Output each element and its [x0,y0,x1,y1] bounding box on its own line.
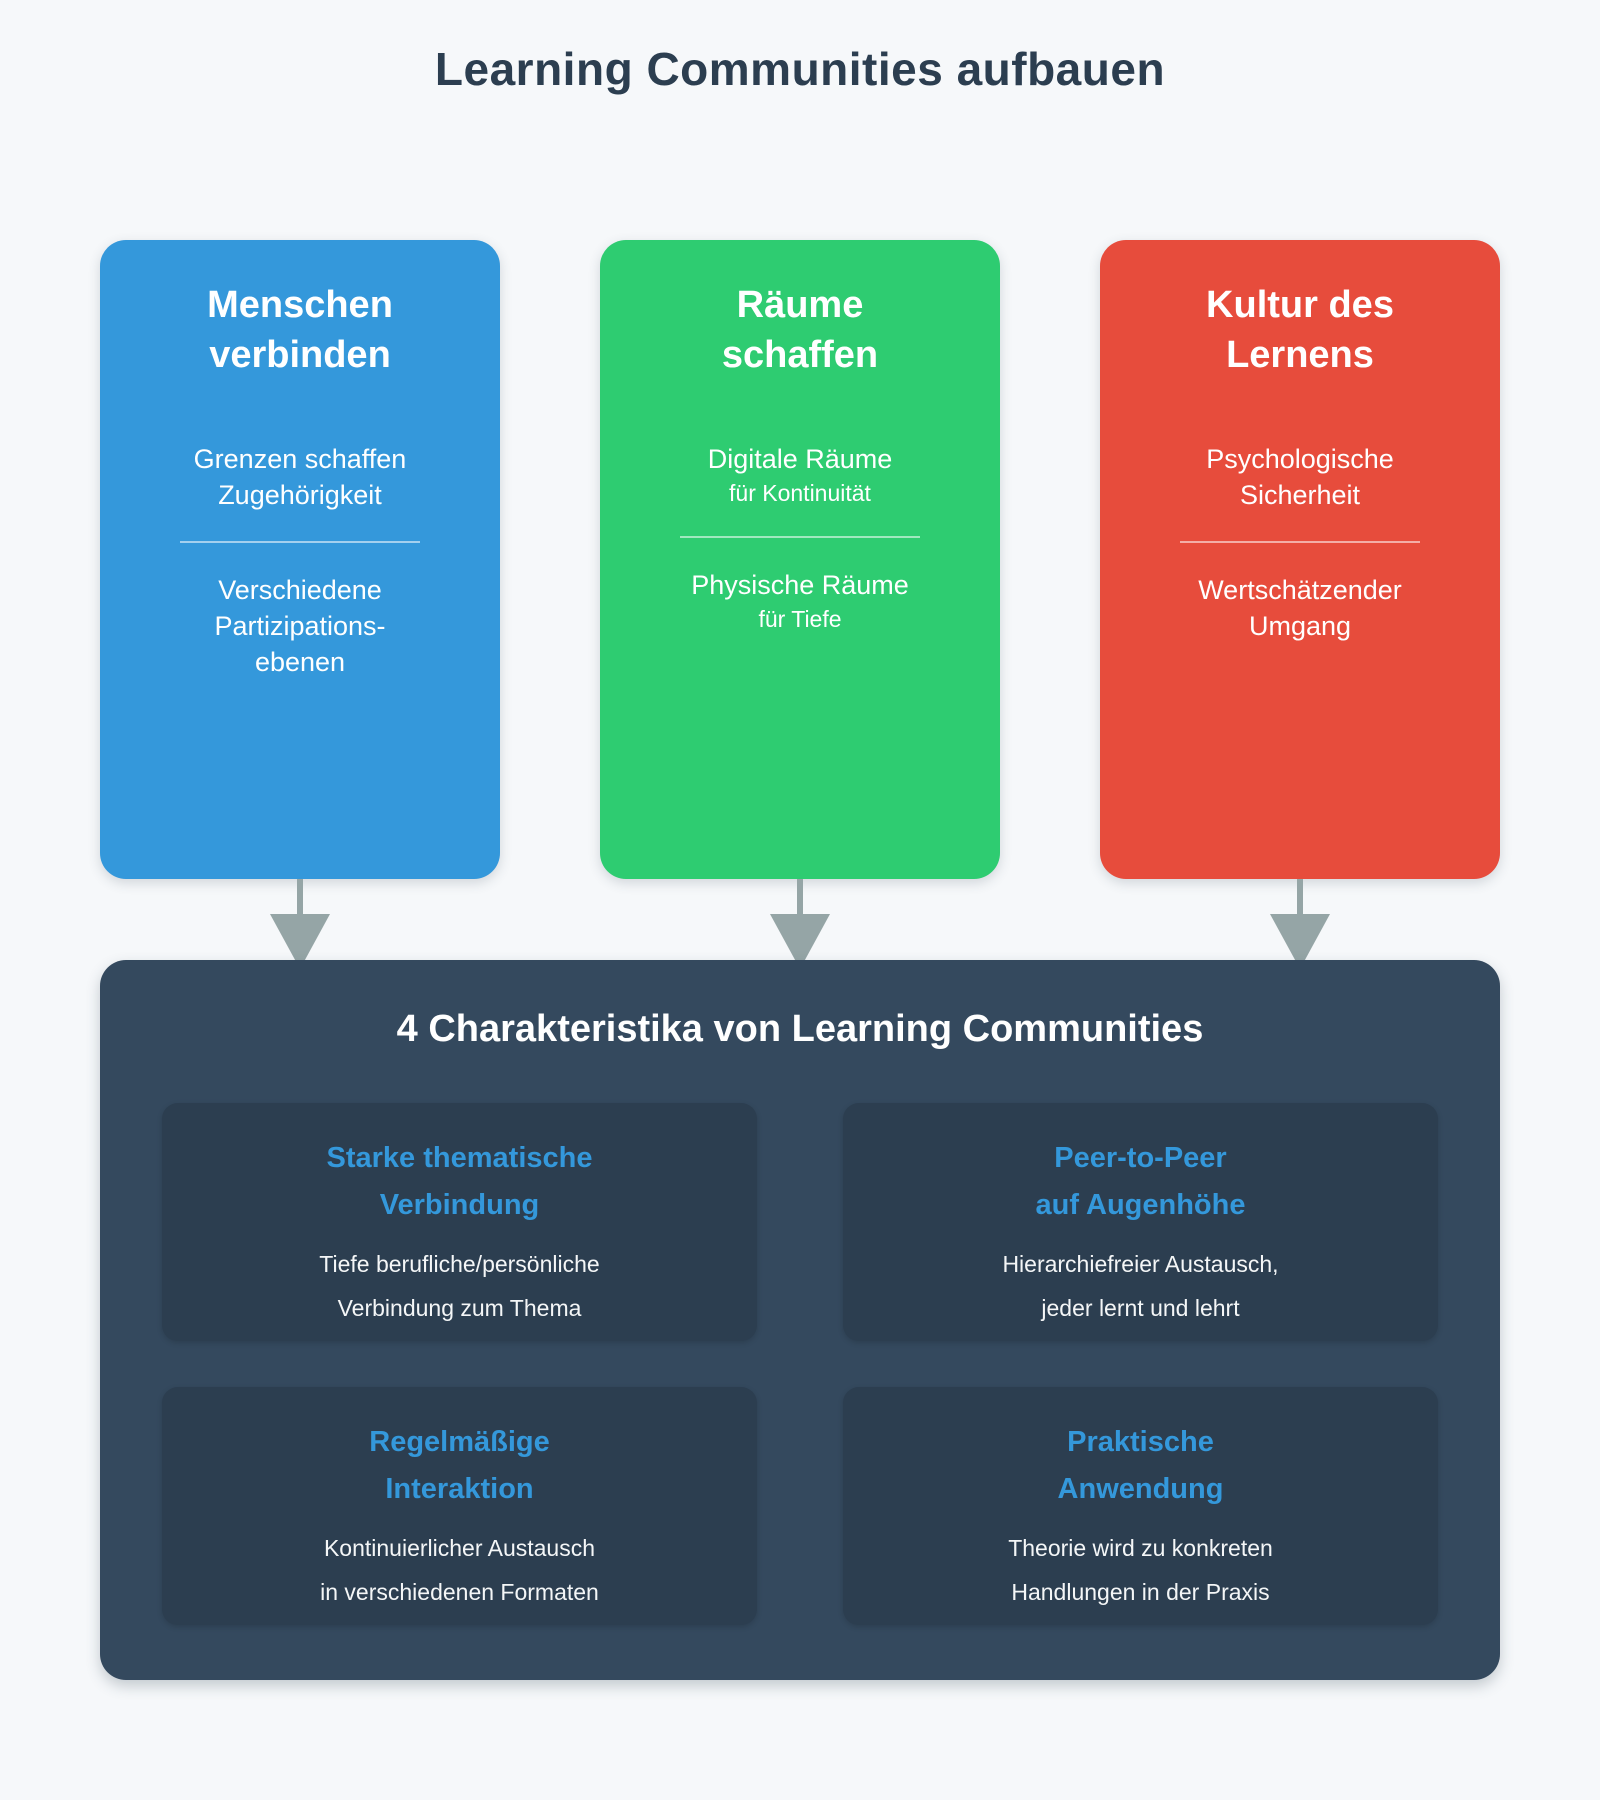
pillar-card-menschen-verbinden: Menschen verbinden Grenzen schaffen Zuge… [100,240,500,879]
pillar-title-line: verbinden [209,334,391,377]
characteristics-grid: Starke thematische Verbindung Tiefe beru… [162,1103,1438,1625]
pillar-text-line: Physische Räume [691,569,909,600]
pillar-title-line: Menschen [207,284,393,326]
pillar-text-line: Partizipations- [214,611,386,642]
divider-line [180,541,420,544]
characteristic-body: Tiefe berufliche/persönliche Verbindung … [162,1243,757,1330]
pillar-text-line: Umgang [1248,611,1352,642]
characteristic-body: Theorie wird zu konkreten Handlungen in … [843,1527,1438,1614]
characteristic-title-line: Interaktion [385,1472,534,1505]
characteristic-title: Peer-to-Peer auf Augenhöhe [843,1135,1438,1229]
characteristic-title: Regelmäßige Interaktion [162,1419,757,1513]
pillar-text-line: für Kontinuität [729,480,871,507]
characteristic-title-line: Praktische [1067,1426,1214,1458]
pillar-card-raeume-schaffen: Räume schaffen Digitale Räume für Kontin… [600,240,1000,879]
pillar-text-line: Zugehörigkeit [218,480,382,511]
characteristic-body: Hierarchiefreier Austausch, jeder lernt … [843,1243,1438,1330]
arrow-head [1270,914,1330,969]
characteristic-body-line: Hierarchiefreier Austausch, [1002,1250,1279,1277]
page-title: Learning Communities aufbauen [434,43,1166,95]
pillar-title-line: Kultur des [1206,284,1394,326]
characteristic-title-line: Regelmäßige [369,1426,550,1458]
characteristic-body: Kontinuierlicher Austausch in verschiede… [162,1527,757,1614]
down-arrow-icon [1270,879,1330,969]
pillar-bottom-text: Wertschätzender Umgang [1100,573,1500,645]
divider-line [1180,541,1420,544]
pillar-top-text: Psychologische Sicherheit [1100,442,1500,514]
divider-line [680,535,920,538]
pillar-title: Räume schaffen [600,280,1000,380]
pillar-top-text: Grenzen schaffen Zugehörigkeit [100,442,500,514]
pillar-text-line: für Tiefe [758,605,842,632]
pillar-text-line: Sicherheit [1239,480,1361,511]
pillar-title-line: Lernens [1226,334,1374,377]
down-arrow-icon [770,879,830,969]
characteristic-title-line: Peer-to-Peer [1054,1142,1227,1174]
arrow-stem [797,879,803,915]
characteristic-card-regelmaessige-interaktion: Regelmäßige Interaktion Kontinuierlicher… [162,1387,757,1625]
pillar-title-line: schaffen [721,334,879,377]
pillar-text-line: ebenen [254,646,346,677]
pillar-bottom-text: Physische Räume für Tiefe [600,568,1000,634]
pillar-title-line: Räume [736,284,864,326]
pillar-title: Kultur des Lernens [1100,280,1500,380]
characteristic-body-line: jeder lernt und lehrt [1041,1294,1240,1321]
characteristic-body-line: Handlungen in der Praxis [1011,1578,1270,1605]
arrow-stem [297,879,303,915]
characteristic-body-line: in verschiedenen Formaten [320,1578,599,1605]
characteristic-title: Starke thematische Verbindung [162,1135,757,1229]
characteristic-title-line: Starke thematische [326,1142,593,1174]
pillar-card-kultur-des-lernens: Kultur des Lernens Psychologische Sicher… [1100,240,1500,879]
pillar-title: Menschen verbinden [100,280,500,380]
pillar-top-text: Digitale Räume für Kontinuität [600,442,1000,508]
pillar-text-line: Verschiedene [218,575,382,606]
characteristic-body-line: Tiefe berufliche/persönliche [319,1250,600,1277]
arrow-stem [1297,879,1303,915]
pillar-bottom-text: Verschiedene Partizipations- ebenen [100,573,500,681]
characteristic-body-line: Verbindung zum Thema [337,1294,582,1321]
characteristic-card-starke-thematische-verbindung: Starke thematische Verbindung Tiefe beru… [162,1103,757,1341]
pillars-row: Menschen verbinden Grenzen schaffen Zuge… [100,240,1500,879]
characteristic-card-peer-to-peer: Peer-to-Peer auf Augenhöhe Hierarchiefre… [843,1103,1438,1341]
characteristics-panel: 4 Charakteristika von Learning Communiti… [100,960,1500,1680]
pillar-text-line: Digitale Räume [707,444,893,475]
pillar-text-line: Wertschätzender [1198,575,1402,606]
arrow-head [270,914,330,969]
panel-title: 4 Charakteristika von Learning Communiti… [396,1008,1204,1050]
down-arrow-icon [270,879,330,969]
characteristic-title-line: auf Augenhöhe [1035,1188,1246,1221]
pillar-text-line: Grenzen schaffen [193,444,407,475]
pillar-text-line: Psychologische [1206,444,1394,475]
characteristic-body-line: Kontinuierlicher Austausch [323,1534,596,1561]
characteristic-title-line: Verbindung [379,1188,540,1221]
arrow-head [770,914,830,969]
characteristic-title: Praktische Anwendung [843,1419,1438,1513]
characteristic-card-praktische-anwendung: Praktische Anwendung Theorie wird zu kon… [843,1387,1438,1625]
characteristic-title-line: Anwendung [1057,1472,1224,1505]
characteristic-body-line: Theorie wird zu konkreten [1008,1534,1273,1561]
